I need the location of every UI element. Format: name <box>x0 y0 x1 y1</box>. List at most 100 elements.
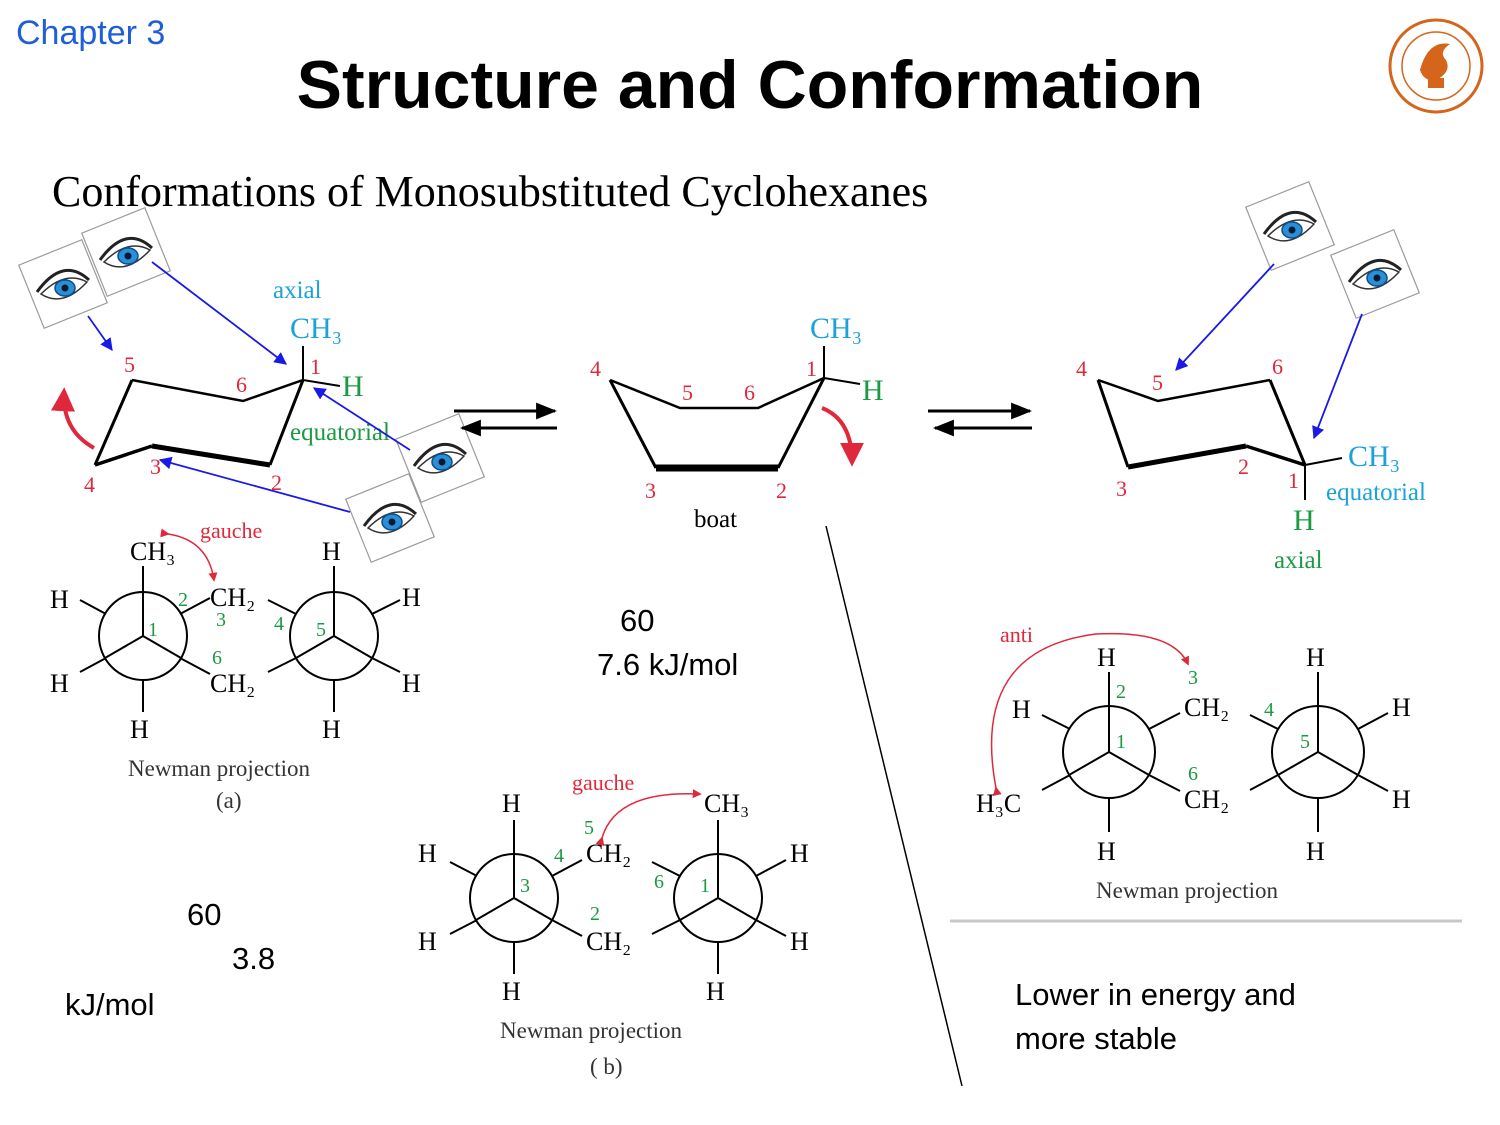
page-title: Structure and Conformation <box>296 47 1204 123</box>
newman-c-num-5: 5 <box>1300 731 1310 753</box>
view-arrow <box>312 387 411 451</box>
energy-note-left-unit: kJ/mol <box>65 987 155 1022</box>
gauche-arrow-b <box>595 789 702 847</box>
chair-left-num-2: 2 <box>271 470 282 495</box>
energy-note-top-value: 60 <box>620 603 655 638</box>
newman-b-num-1: 1 <box>700 875 710 897</box>
chair-right-axial-substituent: H <box>1293 504 1315 537</box>
newman-b-left-1: H <box>418 839 437 868</box>
newman-c-ch2-top: CH₂ <box>1184 693 1229 722</box>
newman-b-bottom-right: H <box>706 977 725 1006</box>
newman-c-top-left: H <box>1097 643 1116 672</box>
newman-a-ch2-bottom: CH₂ <box>210 669 255 698</box>
section-subtitle: Conformations of Monosubstituted Cyclohe… <box>52 167 929 216</box>
boat-num-6: 6 <box>744 380 755 405</box>
view-arrow <box>151 261 288 365</box>
newman-c-ch2-bottom: CH₂ <box>1184 785 1229 814</box>
newman-b-right-1: H <box>790 839 809 868</box>
newman-c-bottom-right: H <box>1306 837 1325 866</box>
energy-note-left-value: 60 <box>187 897 222 932</box>
view-arrow <box>1312 313 1363 440</box>
stability-note-line1: Lower in energy and <box>1015 977 1296 1012</box>
chair-right-equatorial-substituent: CH₃ <box>1348 440 1400 473</box>
newman-c-bottom-left: H <box>1097 837 1116 866</box>
newman-a-num-3: 3 <box>216 609 226 631</box>
newman-c-right-2: H <box>1392 785 1411 814</box>
energy-note-top-unit: 7.6 kJ/mol <box>597 647 739 682</box>
chair-left-axial-substituent: CH₃ <box>290 312 342 345</box>
anti-arrow <box>990 632 1189 796</box>
boat-label: boat <box>694 506 737 533</box>
newman-b-gauche-label: gauche <box>572 770 634 795</box>
newman-a-caption: Newman projection <box>128 756 311 781</box>
chair-left-num-6: 6 <box>236 372 247 397</box>
newman-a-num-4: 4 <box>274 613 284 635</box>
newman-c-right-1: H <box>1392 693 1411 722</box>
newman-a-num-1: 1 <box>148 619 158 641</box>
view-arrow <box>158 456 351 513</box>
newman-b-right-2: H <box>790 927 809 956</box>
boat-num-3: 3 <box>645 478 656 503</box>
divider-diagonal <box>825 525 963 1087</box>
newman-b-caption: Newman projection <box>500 1018 683 1043</box>
university-seal-icon <box>1388 18 1484 114</box>
chair-right-axial-label: axial <box>1274 547 1323 574</box>
eye-icon <box>1329 228 1421 320</box>
newman-c-num-3: 3 <box>1188 667 1198 689</box>
chair-right-num-1: 1 <box>1288 468 1299 493</box>
newman-b-num-4: 4 <box>554 845 564 867</box>
newman-c-anti-label: anti <box>1000 622 1033 647</box>
chair-right-num-5: 5 <box>1152 370 1163 395</box>
newman-b-left-2: H <box>418 927 437 956</box>
newman-a-num-6: 6 <box>212 647 222 669</box>
newman-a-num-2: 2 <box>178 589 188 611</box>
boat-num-1: 1 <box>806 356 817 381</box>
newman-c-left-1: H <box>1012 695 1031 724</box>
chair-left-num-1: 1 <box>310 354 321 379</box>
boat-num-4: 4 <box>590 356 601 381</box>
newman-c-num-1: 1 <box>1116 731 1126 753</box>
newman-a-letter: (a) <box>216 788 242 813</box>
boat-substituent-methyl: CH₃ <box>810 312 862 345</box>
newman-a-top-left: CH₃ <box>130 537 175 566</box>
newman-b-top-right: CH₃ <box>704 789 749 818</box>
newman-a-ch2-top: CH₂ <box>210 583 255 612</box>
newman-a-num-5: 5 <box>316 619 326 641</box>
view-arrow <box>1175 263 1275 371</box>
chair-right-num-3: 3 <box>1116 476 1127 501</box>
newman-c-num-6: 6 <box>1188 763 1198 785</box>
newman-b-num-3: 3 <box>520 875 530 897</box>
gauche-arrow-a <box>160 528 218 582</box>
newman-projection-b <box>449 820 787 974</box>
stability-note-line2: more stable <box>1015 1021 1177 1056</box>
chair-left-num-5: 5 <box>124 352 135 377</box>
newman-projection-a <box>79 566 401 712</box>
boat-conformation <box>608 346 861 472</box>
newman-a-right-2: H <box>402 669 421 698</box>
newman-a-right-1: H <box>402 583 421 612</box>
newman-b-top-left: H <box>502 789 521 818</box>
boat-substituent-h: H <box>862 374 884 407</box>
equilibrium-arrows-left <box>454 402 558 437</box>
newman-c-top-right: H <box>1306 643 1325 672</box>
newman-b-letter: ( b) <box>590 1054 623 1079</box>
boat-num-5: 5 <box>682 380 693 405</box>
newman-a-bottom-left: H <box>130 715 149 744</box>
newman-c-num-4: 4 <box>1264 699 1274 721</box>
ring-flip-arrow-boat <box>821 406 864 467</box>
chair-left <box>93 346 341 468</box>
chair-right <box>1096 378 1343 500</box>
chair-left-num-4: 4 <box>84 472 95 497</box>
newman-c-num-2: 2 <box>1116 681 1126 703</box>
chair-left-equatorial-substituent: H <box>342 370 364 403</box>
ring-flip-arrow-left <box>51 387 96 450</box>
newman-c-caption: Newman projection <box>1096 878 1279 903</box>
chair-right-num-6: 6 <box>1272 354 1283 379</box>
chair-right-num-4: 4 <box>1076 356 1087 381</box>
eye-icon <box>1244 180 1336 272</box>
newman-b-ch2-bottom: CH₂ <box>586 927 631 956</box>
equilibrium-arrows-right <box>928 402 1033 437</box>
newman-a-gauche-label: gauche <box>200 518 262 543</box>
energy-note-left-number: 3.8 <box>232 941 276 976</box>
